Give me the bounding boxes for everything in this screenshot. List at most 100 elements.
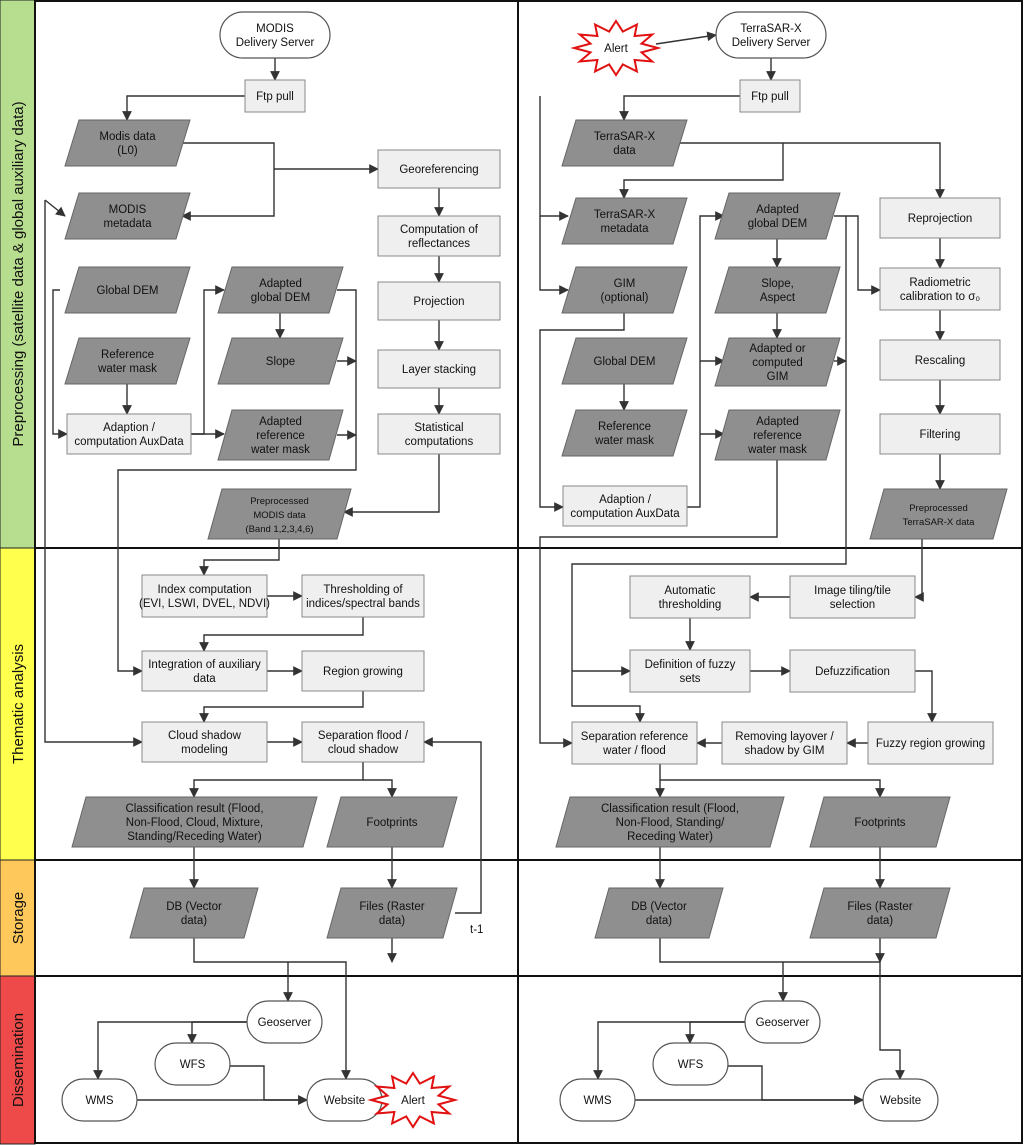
modis-global-dem-data-shape: [64, 266, 191, 314]
modis-adaption-label: computation AuxData: [74, 436, 184, 448]
tsx-defuzz-label: Defuzzification: [815, 666, 890, 678]
tsx-ref-mask-label: water mask: [594, 435, 654, 447]
tsx-global-dem-label: Global DEM: [594, 356, 656, 368]
tsx-db-label: data): [646, 915, 672, 927]
tsx-separation-label: Separation reference: [581, 731, 688, 743]
tsx-rescaling-label: Rescaling: [915, 355, 966, 367]
tsx-filtering-process-box: [879, 413, 1001, 455]
connector-45: [539, 313, 625, 512]
modis-geoserver-label: Geoserver: [258, 1017, 312, 1029]
tsx-alert-burst-shape: [570, 19, 662, 77]
modis-adapted-dem-label: global DEM: [251, 292, 310, 304]
tsx-preprocessed-label: Preprocessed: [909, 503, 968, 514]
modis-website-label: Website: [324, 1095, 365, 1107]
modis-reflectances-label: Computation of: [400, 224, 479, 236]
tsx-reprojection-label: Reprojection: [908, 213, 973, 225]
connector-61: [915, 670, 937, 723]
tsx-website-label: Website: [880, 1095, 921, 1107]
modis-wms-terminal: [61, 1078, 138, 1122]
tsx-classification-label: Classification result (Flood,: [601, 803, 739, 815]
modis-cloud-shadow-label: modeling: [181, 744, 228, 756]
tsx-adaption-label: computation AuxData: [570, 508, 680, 520]
connector-9: [343, 454, 440, 517]
tsx-adapted-gim-label: Adapted or: [749, 343, 805, 355]
tsx-rescaling-process-box: [879, 339, 1001, 381]
connector-44: [619, 143, 784, 199]
modis-statistical-process-box: [377, 413, 501, 455]
modis-adapted-dem-label: Adapted: [259, 278, 302, 290]
modis-thresholding-process-box: [301, 574, 425, 618]
modis-integration-label: data: [193, 673, 216, 685]
modis-projection-process-box: [377, 281, 501, 321]
tsx-metadata-label: metadata: [601, 223, 650, 235]
connector-42: [539, 216, 569, 295]
tsx-gim-data-shape: [561, 266, 688, 314]
connector-29: [423, 737, 482, 914]
modis-server-label: Delivery Server: [236, 37, 315, 49]
modis-index-label: Index computation: [158, 584, 252, 596]
tsx-global-dem-data-shape: [561, 337, 688, 385]
connector-57: [914, 539, 924, 602]
modis-db-data-shape: [129, 887, 259, 939]
tsx-data-label: TerraSAR-X: [594, 131, 656, 143]
modis-index-process-box: [141, 574, 268, 618]
modis-statistical-label: computations: [405, 436, 474, 448]
modis-alert-burst-shape: [367, 1071, 459, 1129]
modis-footprints-data-shape: [326, 796, 458, 848]
modis-files-label: data): [379, 915, 405, 927]
modis-wms-label: WMS: [85, 1095, 113, 1107]
modis-slope-data-shape: [217, 337, 344, 385]
connector-13: [191, 285, 225, 435]
connector-41: [539, 96, 569, 221]
modis-separation-label: cloud shadow: [328, 744, 399, 756]
modis-global-dem-label: Global DEM: [97, 285, 159, 297]
tsx-gim-label: GIM: [614, 278, 636, 290]
modis-cloud-shadow-label: Cloud shadow: [168, 730, 242, 742]
modis-statistical-label: Statistical: [414, 422, 463, 434]
connector-35: [226, 1065, 308, 1105]
modis-adapted-mask-label: Adapted: [259, 416, 302, 428]
tsx-auto-threshold-label: Automatic: [664, 585, 715, 597]
tsx-wfs-terminal: [652, 1042, 729, 1086]
tsx-radiometric-process-box: [879, 267, 1001, 311]
connector-23: [44, 200, 143, 747]
tsx-preprocessed-data-shape: [869, 488, 1008, 540]
tsx-adaption-label: Adaption /: [599, 494, 652, 506]
connector-11: [52, 289, 68, 439]
connector-64: [571, 216, 847, 723]
modis-files-label: Files (Raster: [359, 901, 424, 913]
modis-ref-mask-data-shape: [64, 337, 191, 385]
tsx-data-label: data: [613, 145, 636, 157]
tsx-slope-aspect-data-shape: [714, 266, 841, 314]
tsx-slope-aspect-label: Slope,: [761, 278, 794, 290]
tsx-wms-terminal: [559, 1078, 636, 1122]
tsx-gim-label: (optional): [601, 292, 649, 304]
connector-22: [199, 691, 364, 723]
connector-40: [619, 95, 740, 121]
tsx-files-label: data): [867, 915, 893, 927]
modis-db-label: DB (Vector: [166, 901, 222, 913]
connector-68: [659, 764, 885, 798]
modis-metadata-label: metadata: [104, 218, 153, 230]
tsx-adapted-dem-label: global DEM: [748, 218, 807, 230]
connector-2: [174, 142, 275, 221]
tsx-db-label: DB (Vector: [631, 901, 687, 913]
modis-alert-label: Alert: [401, 1095, 425, 1107]
tsx-classification-label: Non-Flood, Standing/: [616, 817, 725, 829]
connector-77: [726, 1065, 864, 1105]
lane-label-storage: Storage: [10, 892, 27, 945]
modis-adapted-mask-label: reference: [256, 430, 305, 442]
tsx-wms-label: WMS: [583, 1095, 611, 1107]
tsx-adapted-dem-data-shape: [714, 192, 841, 240]
modis-adaption-label: Adaption /: [103, 422, 156, 434]
tsx-fuzzy-region-process-box: [867, 721, 994, 765]
tsx-data-data-shape: [561, 119, 688, 167]
modis-integration-label: Integration of auxiliary: [148, 659, 261, 671]
tsx-adaption-process-box: [562, 485, 688, 527]
tsx-wfs-label: WFS: [678, 1059, 704, 1071]
modis-ref-mask-label: Reference: [101, 349, 154, 361]
lane-bar-storage: [0, 859, 36, 977]
modis-preprocessed-data-shape: [207, 488, 352, 540]
tsx-fuzzy-sets-process-box: [629, 649, 751, 693]
tsx-adapted-mask-label: Adapted: [756, 416, 799, 428]
